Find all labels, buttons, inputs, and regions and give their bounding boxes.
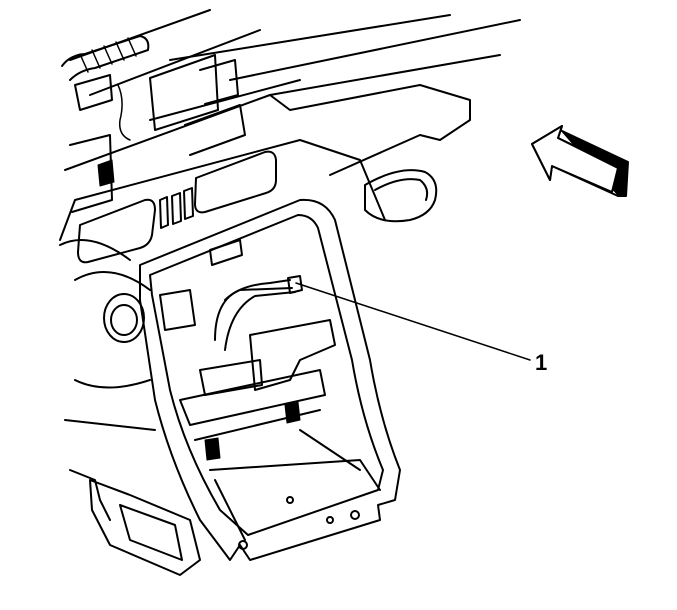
lower-bracket bbox=[89, 479, 201, 576]
dash-upper-structure bbox=[61, 9, 521, 213]
center-stack-opening bbox=[139, 198, 401, 561]
callout-label-1: 1 bbox=[535, 350, 548, 375]
view-direction-arrow-icon bbox=[531, 125, 629, 197]
dash-panel bbox=[59, 84, 471, 521]
wire-harness bbox=[214, 275, 303, 351]
callout-leader-line bbox=[295, 282, 531, 361]
